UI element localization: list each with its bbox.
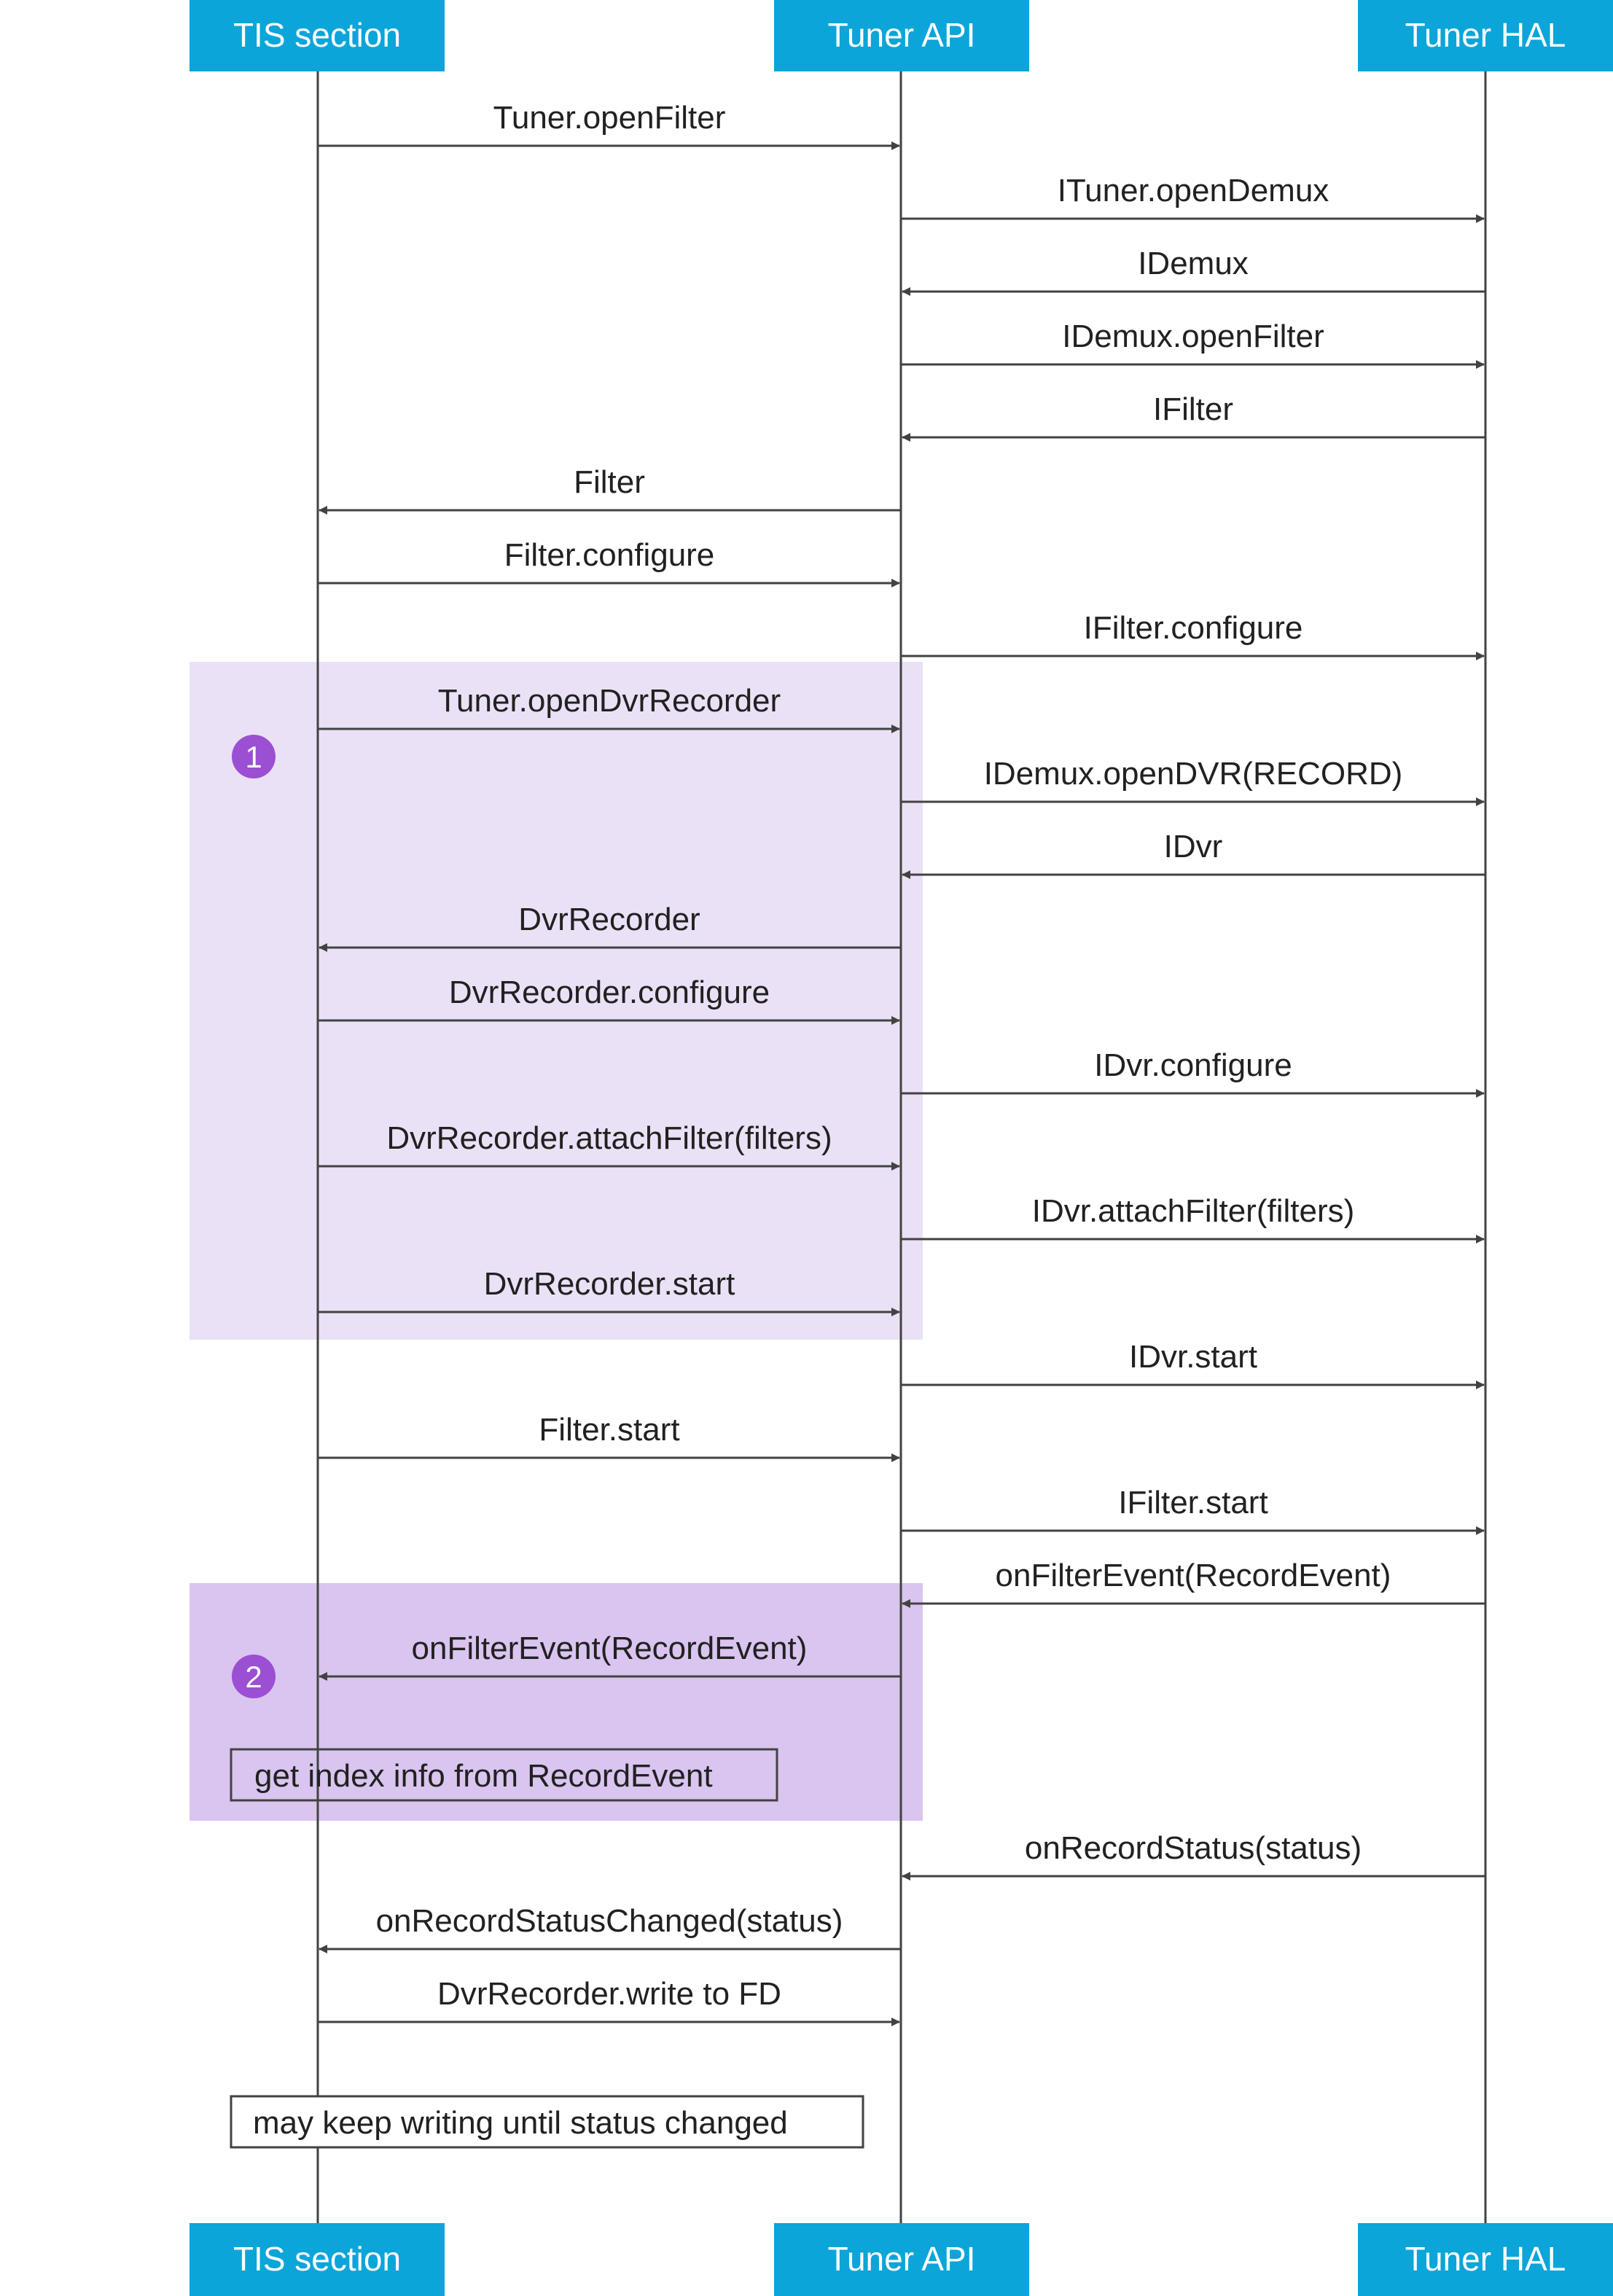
message-arrow: ITuner.openDemux <box>901 173 1485 223</box>
message-label: IDvr.configure <box>1094 1047 1292 1083</box>
group-1-badge-number: 1 <box>245 740 262 774</box>
message-label: DvrRecorder.write to FD <box>437 1976 781 2012</box>
message-label: ITuner.openDemux <box>1058 173 1329 208</box>
message-label: Filter <box>574 464 645 500</box>
message-label: Tuner.openFilter <box>493 100 726 136</box>
header-bottom-hal: Tuner HAL <box>1358 2223 1613 2296</box>
header-bottom-tis: TIS section <box>190 2223 445 2296</box>
message-arrow: Filter.configure <box>318 537 900 587</box>
message-arrow: onRecordStatus(status) <box>902 1830 1485 1881</box>
message-arrow: DvrRecorder.configure <box>318 975 900 1025</box>
message-label: onFilterEvent(RecordEvent) <box>996 1558 1391 1593</box>
message-label: IDvr.attachFilter(filters) <box>1032 1193 1355 1229</box>
message-label: Filter.configure <box>504 537 715 573</box>
message-label: DvrRecorder.start <box>484 1266 735 1302</box>
header-bottom-api-label: Tuner API <box>828 2240 976 2278</box>
group-2-badge: 2 <box>232 1655 276 1698</box>
message-label: onRecordStatus(status) <box>1025 1830 1362 1866</box>
message-label: IDemux.openDVR(RECORD) <box>984 756 1403 792</box>
message-label: Filter.start <box>539 1412 679 1448</box>
header-top-hal: Tuner HAL <box>1358 0 1613 71</box>
message-arrow: DvrRecorder.attachFilter(filters) <box>318 1120 900 1171</box>
message-arrow: IDvr.configure <box>901 1047 1485 1098</box>
message-label: IDvr <box>1164 829 1223 864</box>
header-bottom-hal-label: Tuner HAL <box>1405 2240 1566 2278</box>
message-label: IDvr.start <box>1129 1339 1257 1375</box>
header-top-tis: TIS section <box>190 0 445 71</box>
note-index-info-text: get index info from RecordEvent <box>254 1758 713 1794</box>
message-arrow: Tuner.openFilter <box>318 100 900 150</box>
message-label: onRecordStatusChanged(status) <box>376 1903 843 1939</box>
note-index-info: get index info from RecordEvent <box>230 1748 778 1802</box>
message-label: DvrRecorder.attachFilter(filters) <box>386 1120 832 1156</box>
header-bottom-api: Tuner API <box>774 2223 1029 2296</box>
message-label: Tuner.openDvrRecorder <box>438 683 781 719</box>
group-1-badge: 1 <box>232 735 276 778</box>
message-label: IDemux.openFilter <box>1062 319 1324 354</box>
message-label: DvrRecorder <box>518 902 700 937</box>
message-arrow: DvrRecorder <box>319 902 901 952</box>
message-label: DvrRecorder.configure <box>449 975 770 1010</box>
message-arrow: Filter.start <box>318 1412 900 1462</box>
message-arrow: IDvr.start <box>901 1339 1485 1389</box>
note-keep-writing: may keep writing until status changed <box>230 2095 864 2149</box>
messages: Tuner.openFilterITuner.openDemuxIDemuxID… <box>318 100 1485 2026</box>
message-label: IFilter.configure <box>1084 610 1303 646</box>
header-top-hal-label: Tuner HAL <box>1405 16 1566 54</box>
message-label: IFilter.start <box>1118 1485 1268 1520</box>
message-arrow: onFilterEvent(RecordEvent) <box>902 1558 1485 1608</box>
message-arrow: DvrRecorder.start <box>318 1266 900 1316</box>
group-2-badge-number: 2 <box>245 1660 262 1694</box>
message-label: IDemux <box>1138 246 1249 281</box>
message-arrow: Filter <box>319 464 901 515</box>
message-label: onFilterEvent(RecordEvent) <box>412 1631 808 1666</box>
message-label: IFilter <box>1153 391 1233 427</box>
message-arrow: IDemux <box>902 246 1485 296</box>
message-arrow: onFilterEvent(RecordEvent) <box>319 1631 901 1681</box>
group-2-box <box>190 1583 923 1821</box>
header-bottom-tis-label: TIS section <box>233 2240 401 2278</box>
message-arrow: Tuner.openDvrRecorder <box>318 683 900 733</box>
header-top-api: Tuner API <box>774 0 1029 71</box>
message-arrow: IDvr <box>902 829 1485 879</box>
message-arrow: IFilter <box>902 391 1485 442</box>
message-arrow: IFilter.configure <box>901 610 1485 660</box>
header-top-tis-label: TIS section <box>233 16 401 54</box>
message-arrow: DvrRecorder.write to FD <box>318 1976 900 2026</box>
note-keep-writing-text: may keep writing until status changed <box>253 2105 788 2141</box>
message-arrow: IDemux.openFilter <box>901 319 1485 369</box>
header-top-api-label: Tuner API <box>828 16 976 54</box>
message-arrow: IFilter.start <box>901 1485 1485 1535</box>
message-arrow: IDvr.attachFilter(filters) <box>901 1193 1485 1243</box>
group-1-box <box>190 662 923 1340</box>
message-arrow: onRecordStatusChanged(status) <box>319 1903 901 1953</box>
message-arrow: IDemux.openDVR(RECORD) <box>901 756 1485 806</box>
